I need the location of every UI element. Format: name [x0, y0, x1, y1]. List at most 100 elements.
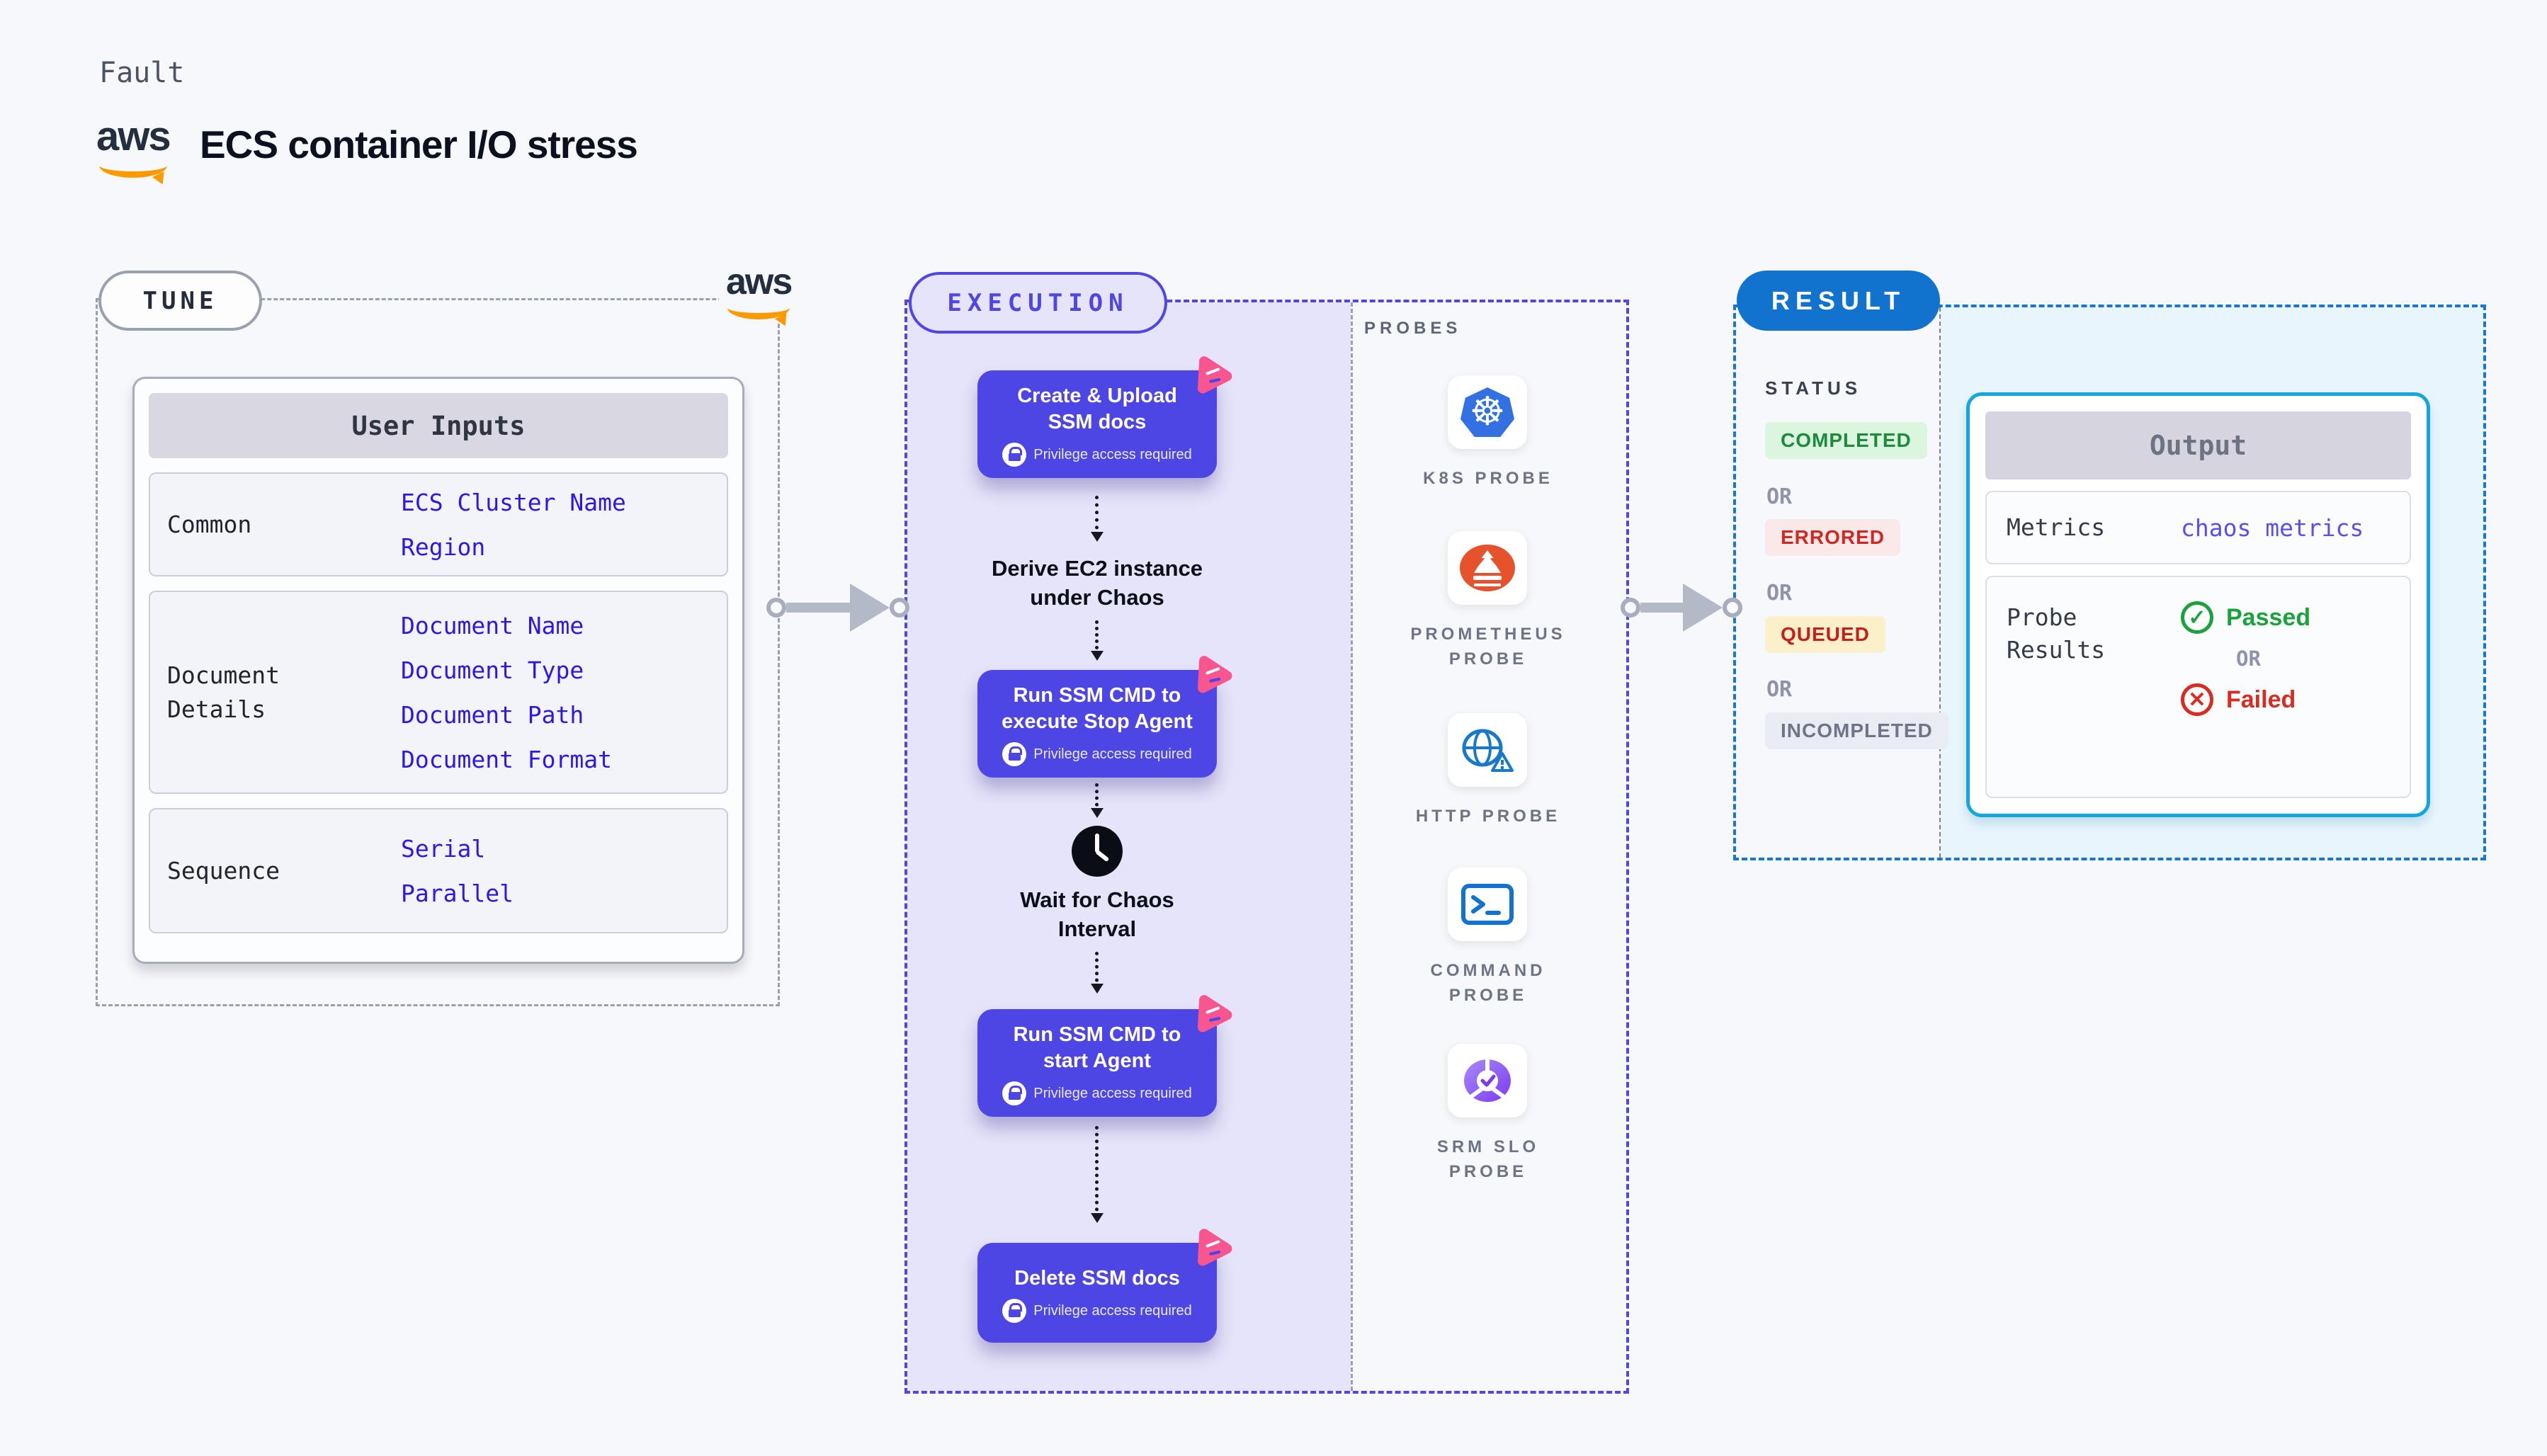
- connector-dot-icon: [1621, 598, 1640, 618]
- arrow-right-icon: [766, 583, 909, 632]
- probe-prometheus: [1448, 531, 1527, 605]
- arrow-head-icon: [1683, 584, 1723, 632]
- probe-results-label: Probe Results: [2007, 603, 2106, 664]
- input-value: ECS Cluster Name: [401, 488, 626, 516]
- aws-logo-icon: aws: [96, 113, 171, 178]
- privilege-note: Privilege access required: [1033, 1302, 1192, 1319]
- input-value: Document Path: [401, 700, 584, 729]
- litmus-chaos-icon: [1198, 995, 1232, 1033]
- row-values: Document Name Document Type Document Pat…: [401, 612, 612, 773]
- litmus-chaos-icon: [1198, 356, 1232, 394]
- fault-kicker: Fault: [99, 57, 185, 89]
- probe-results: Passed OR Failed: [2181, 601, 2310, 773]
- step-run-ssm-stop-agent: Run SSM CMD to execute Stop Agent Privil…: [977, 656, 1232, 778]
- lock-icon: [1002, 1299, 1027, 1323]
- clock-icon: [1072, 826, 1123, 877]
- step-create-upload-ssm-docs: Create & Upload SSM docs Privilege acces…: [977, 356, 1232, 478]
- or-separator: OR: [1766, 677, 1793, 702]
- step-derive-ec2: Derive EC2 instance under Chaos: [991, 556, 1203, 610]
- page-title: ECS container I/O stress: [200, 123, 638, 166]
- probe-srm-slo: [1448, 1044, 1527, 1117]
- failed-text: Failed: [2226, 686, 2296, 713]
- row-label: Sequence: [167, 856, 280, 885]
- arrow-shaft: [786, 603, 850, 613]
- input-value: Document Name: [401, 611, 584, 639]
- privilege-chip: Privilege access required: [985, 1299, 1210, 1323]
- aws-logo-text: aws: [726, 261, 793, 302]
- aws-logo-text: aws: [96, 113, 171, 159]
- table-row-sequence: Sequence Serial Parallel: [149, 808, 728, 933]
- connector-dot-icon: [1723, 598, 1742, 618]
- lock-icon: [1002, 1081, 1027, 1105]
- step-title: Create & Upload SSM docs: [1017, 385, 1177, 433]
- http-globe-icon: [1462, 729, 1514, 772]
- dotted-arrow-icon: [1091, 952, 1104, 994]
- dotted-arrow-icon: [1091, 1126, 1104, 1223]
- metrics-row: Metrics chaos metrics: [1985, 491, 2411, 564]
- tune-section: [96, 298, 780, 1006]
- step-title: Run SSM CMD to execute Stop Agent: [1002, 684, 1193, 733]
- execution-section: [904, 300, 1629, 1394]
- step-run-ssm-start-agent: Run SSM CMD to start Agent Privilege acc…: [977, 995, 1232, 1117]
- passed-text: Passed: [2226, 603, 2311, 631]
- aws-smile-icon: [727, 296, 790, 319]
- dotted-arrow-icon: [1091, 783, 1104, 818]
- status-badge-incompleted: INCOMPLETED: [1765, 712, 1948, 749]
- status-divider: [1939, 307, 1941, 858]
- tune-label: TUNE: [98, 271, 262, 331]
- execution-panel: [907, 302, 1351, 1391]
- input-value: Serial: [401, 834, 486, 863]
- execution-label: EXECUTION: [909, 272, 1167, 334]
- step-delete-ssm-docs: Delete SSM docs Privilege access require…: [977, 1229, 1232, 1343]
- input-value: Document Type: [401, 656, 584, 684]
- connector-dot-icon: [766, 598, 786, 618]
- metrics-value: chaos metrics: [2181, 513, 2364, 542]
- status-badge-completed: COMPLETED: [1765, 422, 1927, 459]
- passed-line: Passed: [2181, 601, 2310, 634]
- table-row-common: Common ECS Cluster Name Region: [149, 472, 728, 576]
- privilege-chip: Privilege access required: [985, 1081, 1210, 1105]
- probe-label: K8S PROBE: [1423, 469, 1553, 488]
- aws-smile-icon: [98, 153, 167, 178]
- arrow-right-icon: [1621, 583, 1742, 632]
- terminal-icon: [1461, 884, 1514, 925]
- probes-divider: [1351, 302, 1353, 1391]
- row-values: ECS Cluster Name Region: [401, 489, 626, 561]
- probe-label: SRM SLO PROBE: [1436, 1137, 1540, 1181]
- lock-icon: [1002, 443, 1027, 467]
- arrow-head-icon: [850, 584, 890, 632]
- or-separator: OR: [2236, 647, 2261, 671]
- output-card: Output Metrics chaos metrics Probe Resul…: [1966, 392, 2430, 817]
- row-label: Common: [167, 510, 252, 538]
- user-inputs-table: User Inputs Common ECS Cluster Name Regi…: [132, 377, 744, 964]
- row-label: Document Details: [167, 661, 280, 723]
- table-row-document-details: Document Details Document Name Document …: [149, 591, 728, 794]
- metrics-label: Metrics: [2007, 513, 2106, 541]
- step-wait-chaos-interval: Wait for Chaos Interval: [1020, 887, 1174, 941]
- privilege-note: Privilege access required: [1033, 446, 1192, 462]
- privilege-note: Privilege access required: [1033, 1085, 1192, 1101]
- check-circle-icon: [2181, 601, 2213, 634]
- probe-label: COMMAND PROBE: [1430, 961, 1546, 1005]
- kubernetes-icon: [1460, 387, 1514, 437]
- row-values: Serial Parallel: [401, 835, 514, 907]
- privilege-note: Privilege access required: [1033, 746, 1192, 762]
- status-heading: STATUS: [1765, 377, 1862, 399]
- lock-icon: [1002, 742, 1027, 766]
- x-circle-icon: [2181, 683, 2213, 716]
- or-separator: OR: [1766, 581, 1793, 605]
- table-header: User Inputs: [149, 393, 728, 458]
- probe-http: [1448, 713, 1527, 787]
- probe-results-row: Probe Results Passed OR Failed: [1985, 576, 2411, 798]
- dotted-arrow-icon: [1091, 496, 1104, 542]
- aws-logo-icon: aws: [719, 261, 799, 322]
- step-title: Delete SSM docs: [1014, 1267, 1180, 1290]
- arrow-shaft: [1640, 603, 1683, 613]
- step-title: Run SSM CMD to start Agent: [1013, 1023, 1181, 1072]
- status-badge-queued: QUEUED: [1765, 616, 1885, 653]
- result-label: RESULT: [1737, 271, 1940, 331]
- probe-label: PROMETHEUS PROBE: [1410, 625, 1566, 669]
- input-value: Parallel: [401, 879, 514, 907]
- litmus-chaos-icon: [1198, 656, 1232, 693]
